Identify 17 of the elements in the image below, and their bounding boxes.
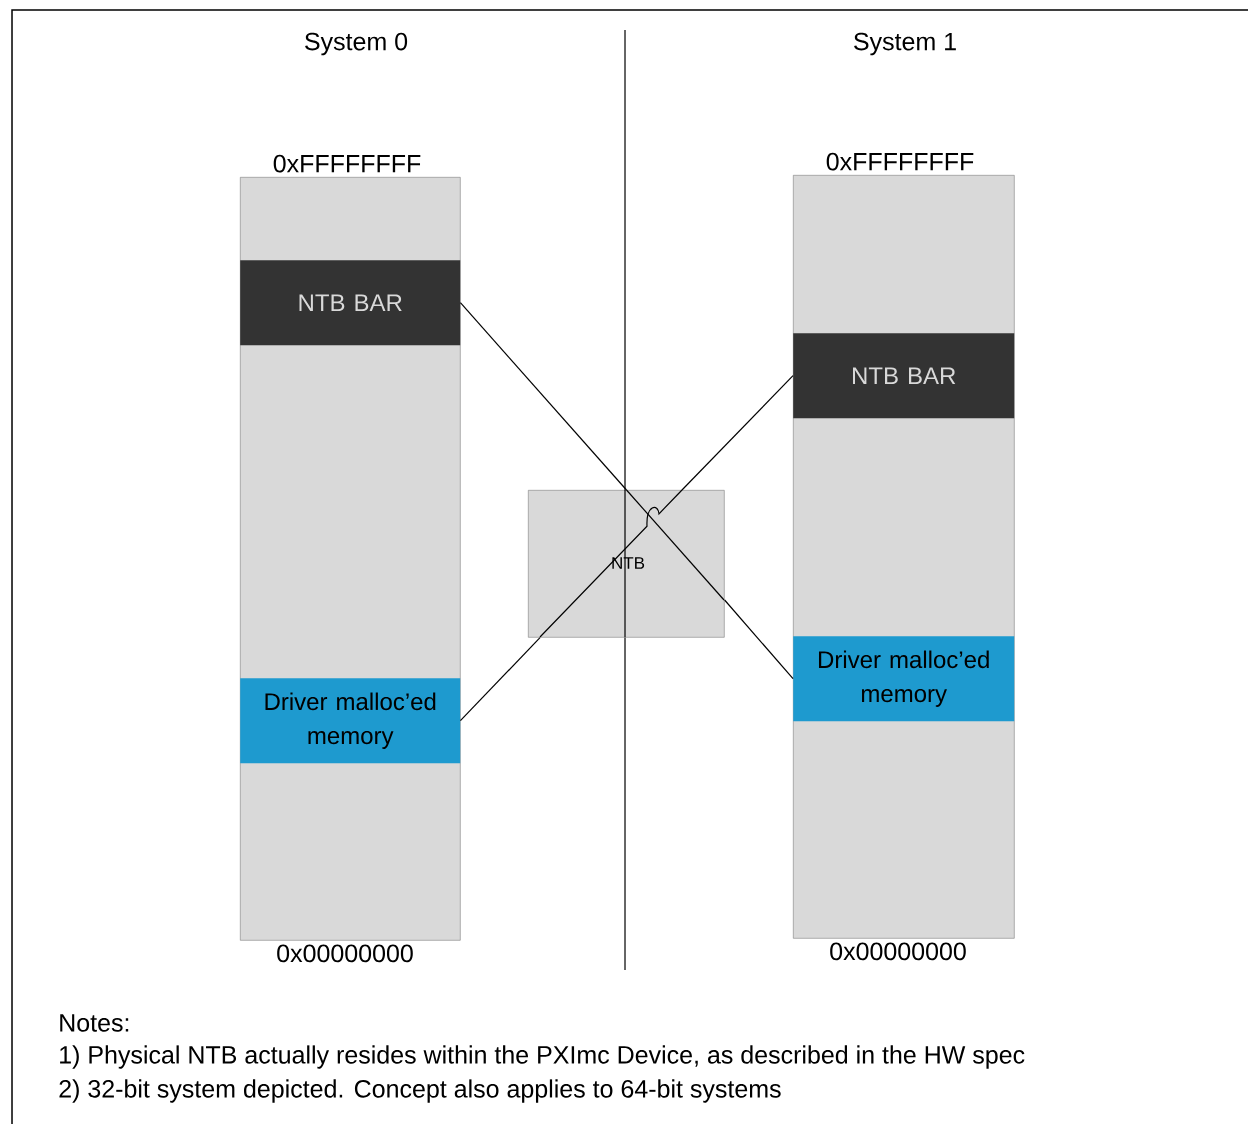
notes-heading: Notes: [60,1014,129,1032]
connector-line [459,637,541,722]
memory-region: NTB BAR [793,333,1015,419]
memory-region: Driver malloc’ed memory [793,636,1015,722]
connector-line [681,375,794,491]
node-label: 0xFFFFFFFF [273,154,421,173]
note-text: 1) Physical NTB actually resides within the PXImc Device, as described in the HW spec [60,1045,1025,1069]
memory-region: NTB BAR [240,260,461,346]
note-text: 2) 32-bit system depicted. Concept also applies to 64-bit systems [59,1079,781,1103]
connector-line [724,599,794,680]
node-label: 0x00000000 [277,944,413,963]
node-label: 0x00000000 [830,942,966,961]
connector-line [459,302,628,491]
node-label: 0xFFFFFFFF [826,152,974,171]
column-heading: System 1 [854,32,956,56]
memory-region: Driver malloc’ed memory [240,678,461,764]
column-heading: System 0 [305,32,408,56]
